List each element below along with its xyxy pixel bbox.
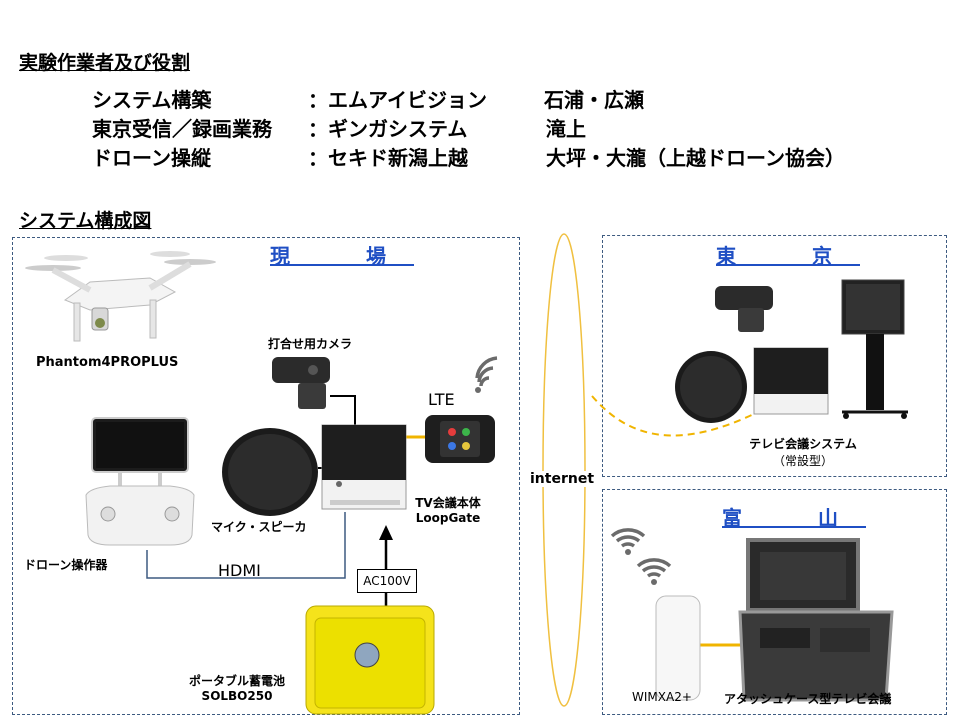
tokyo-system-label-line1: テレビ会議システム [749,437,857,451]
tv-unit-label-line1: TV会議本体 [415,496,481,510]
battery-label: ポータブル蓄電池 SOLBO250 [176,672,298,703]
camera-cable [330,395,356,425]
internet-label: internet [529,471,596,487]
diagram-heading: システム構成図 [19,210,152,232]
mic-label: マイク・スピーカ [211,520,307,534]
battery-label-line2: SOLBO250 [201,689,273,703]
role-company: ：セキド新潟上越 [308,146,468,170]
tv-unit-label-line2: LoopGate [415,511,481,525]
battery-label-line1: ポータブル蓄電池 [188,674,285,688]
tokyo-title: 東 京 [716,244,860,268]
site-panel [12,237,520,715]
tokyo-tv-unit-icon [753,347,829,415]
site-title: 現 場 [270,244,414,268]
role-company: ：エムアイビジョン [308,88,487,112]
drone-label: Phantom4PROPLUS [36,355,179,370]
camera-label: 打合せ用カメラ [268,337,353,351]
tv-unit-label: TV会議本体 LoopGate [404,494,492,525]
lte-router-icon [425,415,495,463]
roles-heading: 実験作業者及び役割 [19,52,191,74]
tokyo-system-label-line2: （常設型） [772,454,833,468]
lte-label: LTE [428,390,455,409]
drone-icon [25,251,216,342]
tokyo-camera-icon [715,286,773,332]
controller-icon [85,417,195,546]
battery-icon [305,605,435,715]
toyama-panel [602,489,947,715]
attache-case-icon [738,538,894,702]
ac-label: AC100V [357,569,417,593]
role-people: 滝上 [546,117,586,141]
toyama-title: 富 山 [722,506,866,530]
tv-unit-icon [321,424,407,510]
role-people: 大坪・大瀧（上越ドローン協会） [546,146,845,170]
camera-icon [272,357,330,409]
tv-stand-icon [841,279,908,419]
controller-label: ドローン操作器 [24,558,108,572]
arrow-head [379,525,393,540]
internet-cloud [542,233,586,707]
router-label: WIMXA2+ [632,690,692,704]
role-name: 東京受信／録画業務 [92,117,272,141]
tokyo-system-label: テレビ会議システム （常設型） [728,435,878,469]
role-people: 石浦・広瀬 [544,88,644,112]
speakerphone-icon [222,428,318,516]
wifi-signal-icon [475,356,498,393]
role-name: システム構築 [92,88,212,112]
tokyo-panel [602,235,947,477]
role-company: ：ギンガシステム [308,117,468,141]
wimax-router-icon [655,595,701,701]
hdmi-cable [146,512,346,579]
wifi-signal-icon [636,558,672,585]
wifi-signal-icon [610,528,646,555]
hdmi-label: HDMI [218,561,261,580]
role-name: ドローン操縦 [92,146,211,170]
tokyo-speaker-icon [675,351,747,423]
case-label: アタッシュケース型テレビ会議 [724,692,892,706]
